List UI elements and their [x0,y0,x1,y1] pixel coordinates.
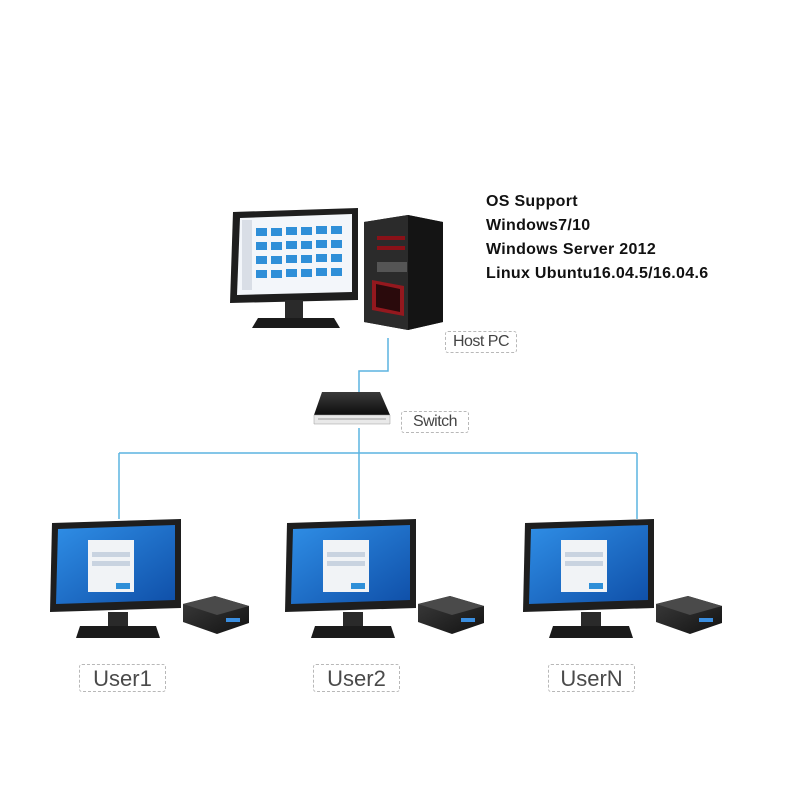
monitor-icon [523,519,654,638]
user2-label: User2 [313,664,400,692]
monitor-icon [50,519,181,638]
switch-label: Switch [401,411,469,433]
host-to-switch-line [358,338,389,392]
os-support-title: OS Support [486,193,578,210]
os-support-line: Windows7/10 [486,217,591,234]
usern-label: UserN [548,664,635,692]
zero-client-box-icon [418,596,484,634]
os-support-block: OS Support Windows7/10 Windows Server 20… [486,190,708,286]
user1-label: User1 [79,664,166,692]
pc-tower-icon [364,215,443,330]
user2-station [285,519,484,638]
host-pc-label: Host PC [445,331,517,353]
monitor-icon [285,519,416,638]
host-monitor-icon [230,208,358,328]
usern-station [523,519,722,638]
os-support-line: Linux Ubuntu16.04.5/16.04.6 [486,265,709,282]
os-support-line: Windows Server 2012 [486,241,657,258]
network-switch-icon [313,392,391,425]
user1-station [50,519,249,638]
zero-client-box-icon [656,596,722,634]
connector-lines [118,338,638,519]
zero-client-box-icon [183,596,249,634]
